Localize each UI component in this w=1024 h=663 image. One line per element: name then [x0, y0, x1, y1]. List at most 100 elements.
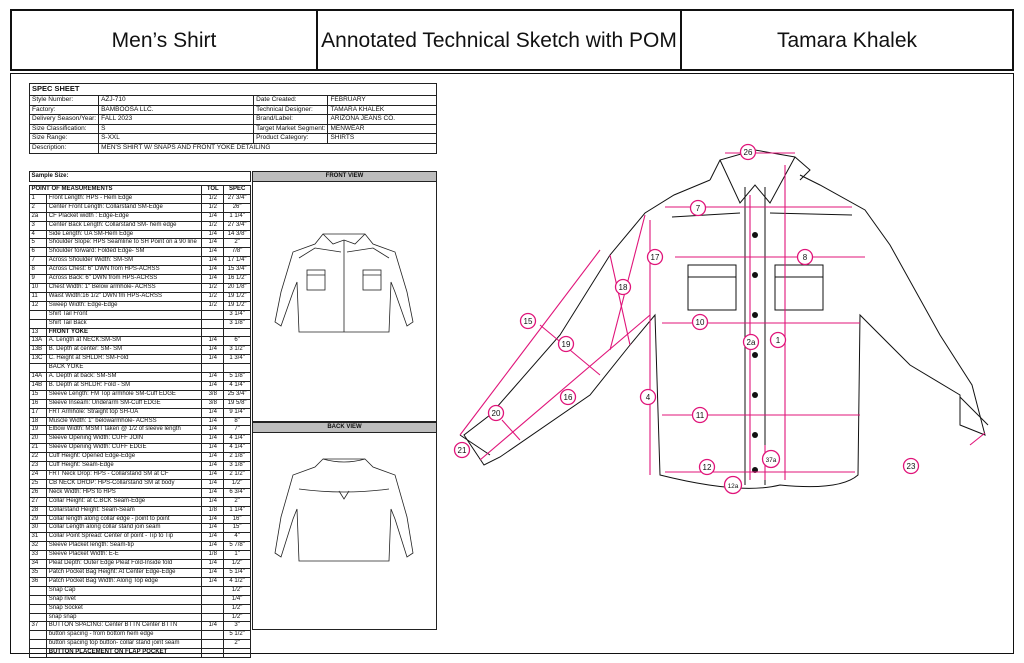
pom-description: B. Depth at SHLDR: Fold - SM — [46, 380, 203, 391]
pom-description: A. Length at NECK:SM-SM — [46, 336, 203, 347]
pom-description: Sleeve Inseam: Underarm SM-Cuff EDGE — [46, 398, 203, 409]
callout-37a: 37a — [761, 449, 781, 469]
back-view-sketch — [274, 458, 414, 562]
pom-tolerance: 1/8 — [201, 505, 225, 516]
callout-label: 2a — [747, 338, 756, 347]
pom-spec: 2" — [223, 496, 251, 507]
callout-16: 16 — [559, 388, 577, 406]
pom-description: B. Depth at center: SM- SM — [46, 345, 203, 356]
pom-description: Elbow Width: MSMT taken @ 1/2 of sleeve … — [46, 425, 203, 436]
pom-tolerance: 1/4 — [201, 470, 225, 480]
pom-spec: 7/8" — [223, 247, 251, 258]
pom-tolerance: 1/4 — [201, 274, 225, 284]
pom-spec: 2" — [223, 639, 251, 650]
front-view-sketch — [274, 233, 414, 333]
pom-tolerance: 1/4 — [201, 425, 225, 436]
pom-spec: 2 1/2" — [223, 470, 251, 480]
pom-description: Cuff Height: Seam-Edge — [46, 461, 203, 471]
pom-description: Side Length: UA SM-Hem Edge — [46, 229, 203, 240]
spec-label: Target Market Segment: — [253, 123, 329, 135]
pom-tolerance: 1/8 — [201, 550, 225, 561]
spec-label: Description: — [28, 142, 100, 154]
callout-2a: 2a — [742, 333, 760, 351]
pom-description: FRT Armhole: Straight top SH-UA — [46, 407, 203, 418]
pom-id: 17 — [28, 407, 48, 418]
designer-name: Tamara Khalek — [776, 28, 918, 52]
callout-circle — [761, 449, 781, 469]
pom-id — [28, 630, 48, 641]
callout-circle — [723, 475, 743, 495]
callout-circle — [769, 331, 787, 349]
pom-id: 10 — [28, 282, 48, 293]
callout-circle — [691, 406, 709, 424]
pom-tolerance — [201, 603, 225, 614]
pom-description: Cuff Height: Opened Edge-Edge — [46, 452, 203, 463]
pom-spec: 16" — [223, 514, 251, 525]
pom-spec: 26" — [223, 202, 251, 213]
pom-spec: 15" — [223, 523, 251, 534]
pom-id — [28, 648, 48, 659]
pom-id: 30 — [28, 523, 48, 534]
spec-value: AZJ-710 — [98, 95, 255, 106]
pom-id: 14A — [28, 372, 48, 382]
pom-description: Patch Pocket Bag Width: Along Top edge — [46, 576, 203, 587]
pom-id: 36 — [28, 576, 48, 587]
callout-20: 20 — [487, 404, 505, 422]
callout-label: 18 — [619, 283, 628, 292]
pom-id — [28, 594, 48, 605]
pom-tolerance: 1/4 — [201, 256, 225, 267]
pom-description: BACK YOKE — [46, 363, 203, 374]
spec-value: TAMARA KHALEK — [327, 104, 437, 116]
spec-sheet-title: SPEC SHEET — [29, 83, 437, 96]
pom-id: 32 — [28, 541, 48, 552]
pom-tolerance: 1/4 — [201, 372, 225, 382]
pom-tolerance: 3/8 — [201, 398, 225, 409]
pom-id: 25 — [28, 478, 48, 489]
callout-label: 12 — [703, 463, 712, 472]
pom-id: 2a — [28, 211, 48, 222]
spec-label: Delivery Season/Year: — [28, 114, 100, 125]
callout-label: 11 — [696, 411, 705, 420]
pom-description: Sleeve Opening Width: CUFF JOIN — [46, 434, 203, 445]
pom-spec: 1/2" — [223, 612, 251, 623]
pom-description: CB NECK DROP: HPS-Collarstand SM at body — [46, 478, 203, 489]
spec-row: Size Range: S-XXL Product Category: SHIR… — [28, 133, 437, 144]
spec-value: MENWEAR — [327, 123, 437, 135]
pom-spec: 4 1/4" — [223, 443, 251, 454]
front-view-label: FRONT VIEW — [253, 172, 436, 182]
spec-row: Size Classification: S Target Market Seg… — [28, 123, 437, 135]
callout-label: 16 — [564, 393, 573, 402]
pom-id: 27 — [28, 496, 48, 507]
callout-circle — [689, 199, 707, 217]
pom-tolerance — [201, 318, 225, 329]
callout-label: 37a — [766, 457, 777, 464]
spec-row: Factory: BAMBOOSA LLC. Technical Designe… — [28, 104, 437, 116]
pom-description: Sleeve Opening Width: CUFF EDGE — [46, 443, 203, 454]
pom-tolerance — [201, 585, 225, 596]
pom-id: 22 — [28, 452, 48, 463]
pom-header-row: POINT OF MEASUREMENTS TOL SPEC — [28, 185, 251, 195]
pom-description: Snap rivet — [46, 594, 203, 605]
spec-value: FALL 2023 — [98, 114, 255, 125]
pom-description: Collar Height: at C.BCK Seam-Edge — [46, 496, 203, 507]
pom-spec: 1/2" — [223, 559, 251, 569]
pom-description: button spacing top button- collar stand … — [46, 639, 203, 650]
spec-label: Size Classification: — [28, 123, 100, 135]
pom-description: Front Length: HPS - Hem Edge — [46, 193, 203, 204]
spec-label: Technical Designer: — [253, 104, 329, 116]
pom-id: 9 — [28, 274, 48, 284]
